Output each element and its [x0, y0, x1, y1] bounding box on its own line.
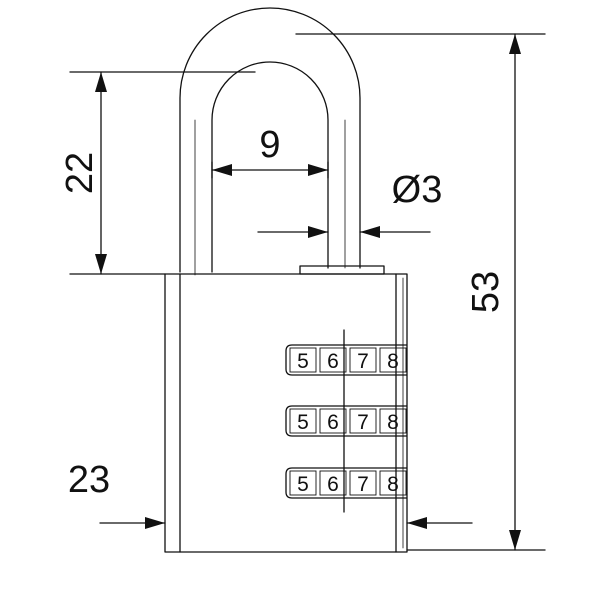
dim-23-label: 23: [68, 459, 110, 501]
wheel-digit-cell: [319, 470, 347, 496]
dim-9-arrow-right: [308, 164, 328, 176]
dim-53-label: 53: [465, 271, 507, 313]
wheel-digit-cell: [349, 408, 377, 434]
wheel-digit-cell: [289, 470, 317, 496]
wheel-digit: 5: [297, 411, 309, 434]
dim-9-label: 9: [259, 124, 280, 166]
wheel-digit-cell: [379, 347, 407, 373]
dim-22-arrow-bottom: [95, 254, 107, 274]
wheel-digit-cell: [379, 470, 407, 496]
wheel-digit: 5: [297, 350, 309, 373]
wheel-digit: 6: [327, 350, 339, 373]
wheel-digit-cell: [289, 347, 317, 373]
shackle-outer-outline: [179, 7, 361, 273]
wheel-outline: [285, 467, 407, 499]
wheel-digit: 8: [387, 411, 399, 434]
dim-22-label: 22: [59, 152, 101, 194]
shackle-inner-outline: [211, 61, 329, 273]
wheel-digit-cell: [289, 408, 317, 434]
dim-23-arrow-right: [407, 517, 427, 529]
wheel-outline: [285, 344, 407, 376]
dim-23-arrow-left: [145, 517, 165, 529]
dim-9-arrow-left: [212, 164, 232, 176]
wheel-digit-cell: [349, 347, 377, 373]
wheel-digit: 8: [387, 350, 399, 373]
wheel-digit: 6: [327, 473, 339, 496]
wheel-digit-cell: [319, 347, 347, 373]
wheel-outline: [285, 405, 407, 437]
wheel-digit: 5: [297, 473, 309, 496]
dim-22-arrow-top: [95, 72, 107, 92]
shackle-collar: [299, 265, 385, 275]
wheel-digit-cell: [379, 408, 407, 434]
dim-53-arrow-bottom: [509, 530, 521, 550]
dim-d3-arrow-right: [360, 226, 380, 238]
wheel-digit: 7: [357, 350, 369, 373]
wheel-digit-cell: [349, 470, 377, 496]
wheel-digit: 6: [327, 411, 339, 434]
dim-53-arrow-top: [509, 34, 521, 54]
wheel-digit: 7: [357, 473, 369, 496]
dim-d3-label: Ø3: [392, 169, 443, 211]
wheel-digit: 8: [387, 473, 399, 496]
wheel-digit: 7: [357, 411, 369, 434]
lock-body: [164, 273, 408, 553]
wheel-digit-cell: [319, 408, 347, 434]
dim-d3-arrow-left: [308, 226, 328, 238]
